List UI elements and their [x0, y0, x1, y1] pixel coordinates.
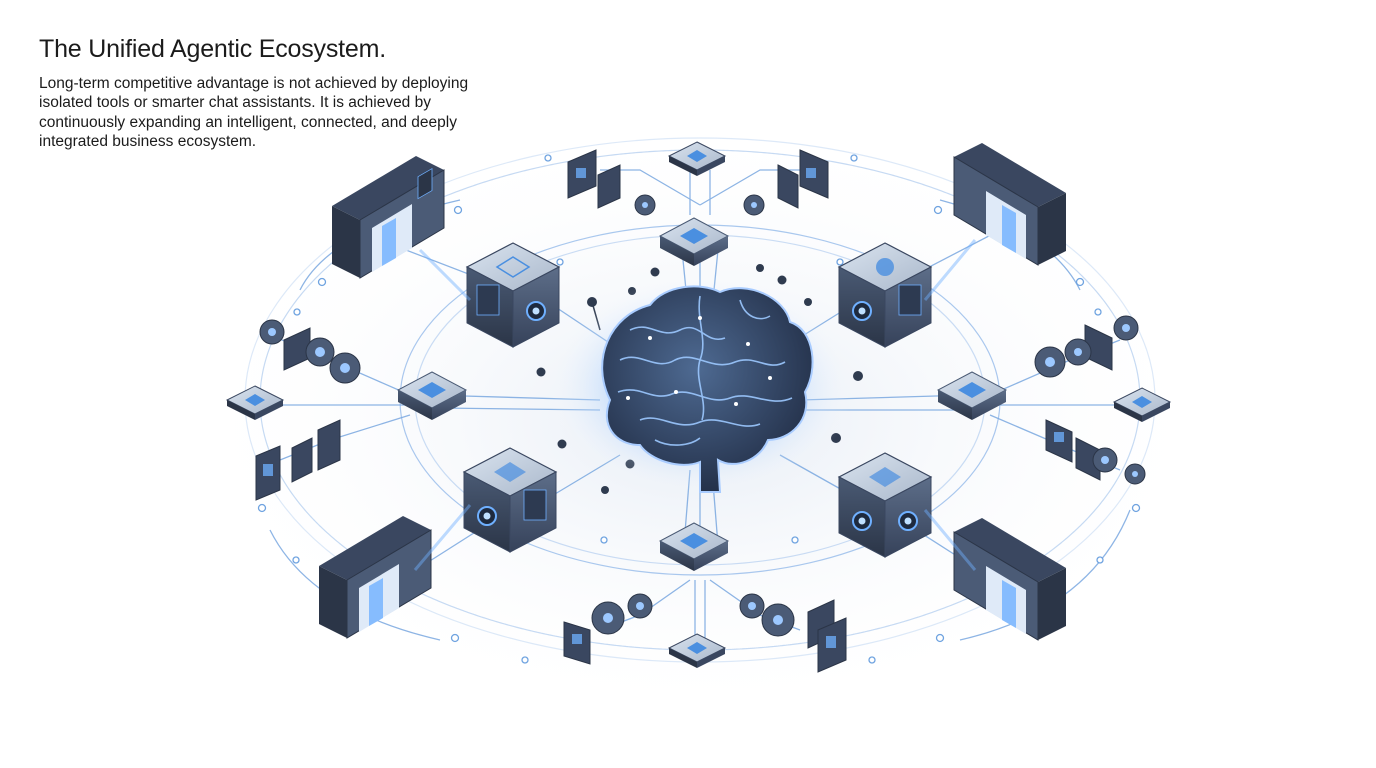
chip-icon	[1112, 387, 1172, 422]
hub-chip-south	[658, 522, 730, 571]
cube-module-top-right	[837, 242, 933, 348]
server-terminal-top-right	[953, 143, 1066, 266]
chip-icon	[667, 141, 727, 176]
page-title: The Unified Agentic Ecosystem.	[39, 35, 386, 63]
server-terminal-bottom-right	[953, 518, 1066, 641]
server-terminal-bottom-left	[319, 516, 432, 639]
panel-icon	[255, 149, 1113, 673]
panel-glow	[263, 168, 1064, 648]
hub-chip-west	[396, 371, 468, 420]
cube-module-top-left	[465, 242, 561, 348]
cube-module-bottom-right	[837, 452, 933, 558]
server-terminal-top-left	[332, 156, 445, 279]
brain-icon	[545, 275, 855, 495]
light-beams	[413, 239, 977, 571]
chip-icon	[225, 385, 285, 420]
hub-chip-east	[936, 371, 1008, 420]
hub-chip-north	[658, 217, 730, 266]
page-description: Long-term competitive advantage is not a…	[39, 75, 469, 151]
gear-hub	[268, 202, 1138, 625]
trace-nodes	[257, 154, 1141, 664]
cube-module-bottom-left	[462, 447, 558, 553]
chip-icon	[667, 633, 727, 668]
